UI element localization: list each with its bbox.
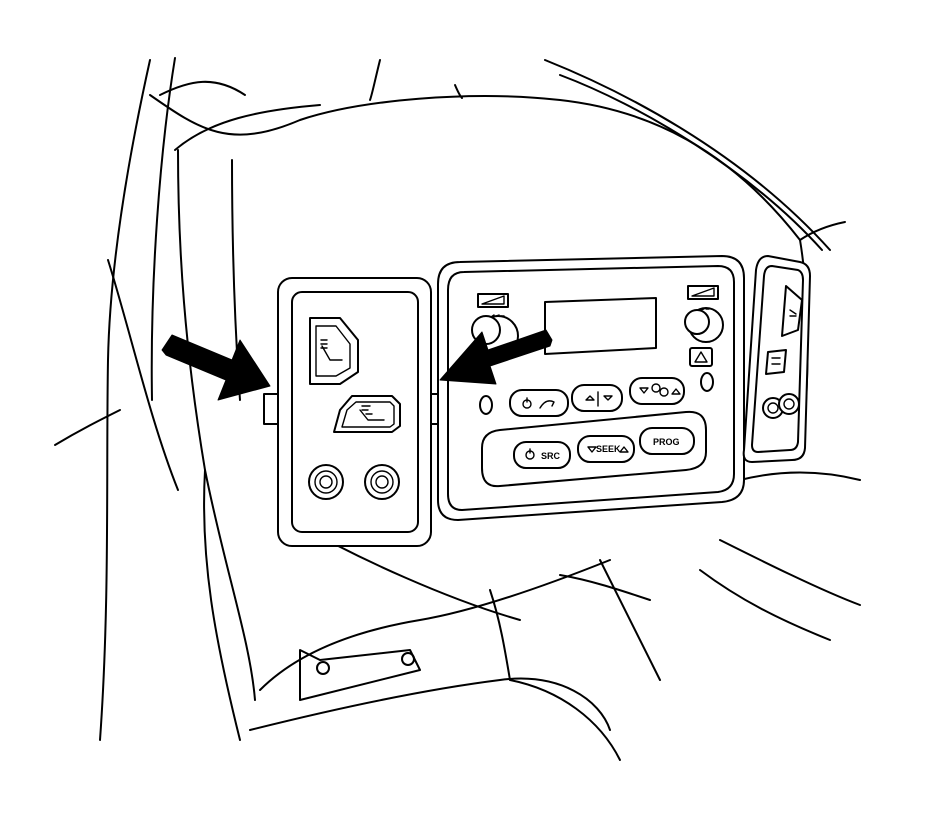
left-round-switch[interactable]	[308, 464, 344, 500]
right-callout-arrow	[439, 329, 553, 385]
right-seat-cushion-switch[interactable]	[765, 349, 787, 375]
left-indicator-lamp	[479, 395, 493, 415]
seek-label: SEEK	[596, 444, 621, 454]
right-switch-panel	[742, 255, 811, 463]
right-seat-heater-switch[interactable]	[781, 285, 803, 337]
prog-label: PROG	[653, 437, 680, 447]
mode-arrows-icon	[585, 395, 613, 401]
seat-back-heater-switch[interactable]	[309, 317, 359, 385]
display-screen	[544, 297, 657, 355]
right-round-switch[interactable]	[364, 464, 400, 500]
right-panel-round-switch-2[interactable]	[778, 393, 800, 415]
seat-cushion-heat-icon	[359, 405, 385, 421]
dashboard-outline	[54, 57, 861, 761]
fan-speed-button[interactable]	[629, 377, 685, 405]
source-button[interactable]: SRC	[513, 441, 571, 469]
recirculation-indicator-icon	[689, 347, 713, 367]
right-indicator-lamp	[700, 372, 714, 392]
seat-back-heat-icon	[320, 339, 343, 361]
right-fan-knob[interactable]	[684, 285, 724, 343]
source-label: SRC	[541, 451, 561, 461]
left-retaining-clip	[263, 393, 279, 425]
fan-icon	[651, 383, 661, 393]
seat-cushion-heater-switch[interactable]	[333, 395, 401, 433]
power-recirc-button[interactable]	[509, 389, 569, 417]
recirculation-icon	[539, 400, 555, 409]
left-callout-arrow	[161, 334, 271, 401]
seek-button[interactable]: SEEK	[577, 435, 635, 463]
prog-button[interactable]: PROG	[639, 427, 695, 455]
mode-button[interactable]	[571, 384, 623, 412]
